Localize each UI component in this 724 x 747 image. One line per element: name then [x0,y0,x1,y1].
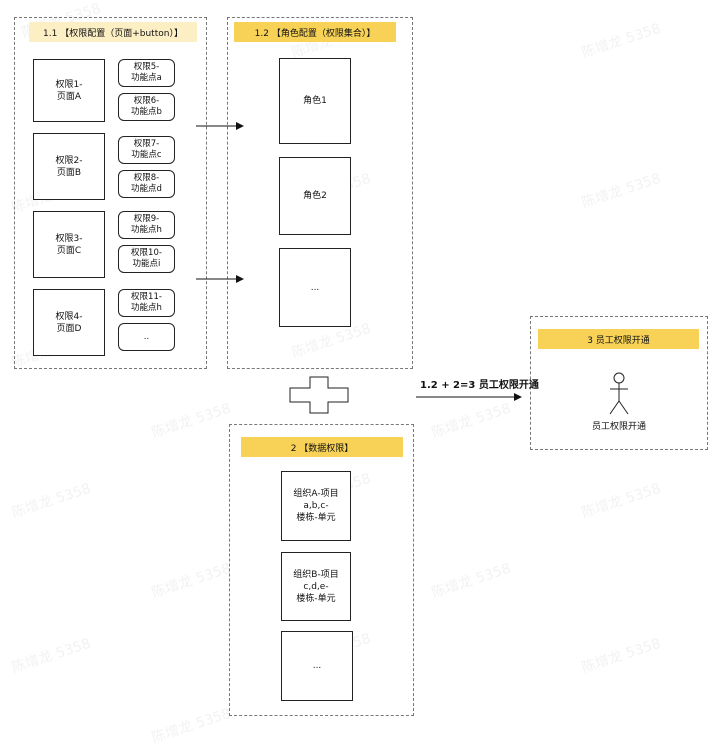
plus-icon [289,376,349,414]
permission-feature-node[interactable]: 权限5- 功能点a [118,59,175,87]
permission-config-group [14,17,207,369]
permission-page-node[interactable]: 权限4- 页面D [33,289,105,356]
permission-feature-node[interactable]: 权限9- 功能点h [118,211,175,239]
permission-feature-node[interactable]: 权限10- 功能点i [118,245,175,273]
actor-icon [609,372,629,415]
permission-feature-node[interactable]: .. [118,323,175,351]
actor-label: 员工权限开通 [591,422,646,432]
permission-page-node[interactable]: 权限3- 页面C [33,211,105,278]
diagram-connectors [196,122,629,415]
employee-permission-title: 3 员工权限开通 [538,329,699,349]
data-permission-node[interactable]: ... [281,631,353,701]
role-config-group [227,17,413,369]
data-permission-group [229,424,414,716]
data-permission-node[interactable]: 组织B-项目c,d,e- 楼栋-单元 [281,552,351,621]
permission-feature-node[interactable]: 权限6- 功能点b [118,93,175,121]
role-node[interactable]: 角色1 [279,58,351,144]
data-permission-title: 2 【数据权限】 [241,437,403,457]
permission-feature-node[interactable]: 权限11- 功能点h [118,289,175,317]
employee-permission-group [530,316,708,450]
role-node[interactable]: ... [279,248,351,327]
permission-page-node[interactable]: 权限2- 页面B [33,133,105,200]
permission-page-node[interactable]: 权限1- 页面A [33,59,105,122]
role-node[interactable]: 角色2 [279,157,351,235]
permission-feature-node[interactable]: 权限7- 功能点c [118,136,175,164]
role-config-title: 1.2 【角色配置（权限集合）】 [234,22,396,42]
data-permission-node[interactable]: 组织A-项目a,b,c- 楼栋-单元 [281,471,351,541]
permission-feature-node[interactable]: 权限8- 功能点d [118,170,175,198]
edge-label: 1.2 + 2=3 员工权限开通 [420,380,539,391]
permission-config-title: 1.1 【权限配置（页面+button）】 [29,22,197,42]
